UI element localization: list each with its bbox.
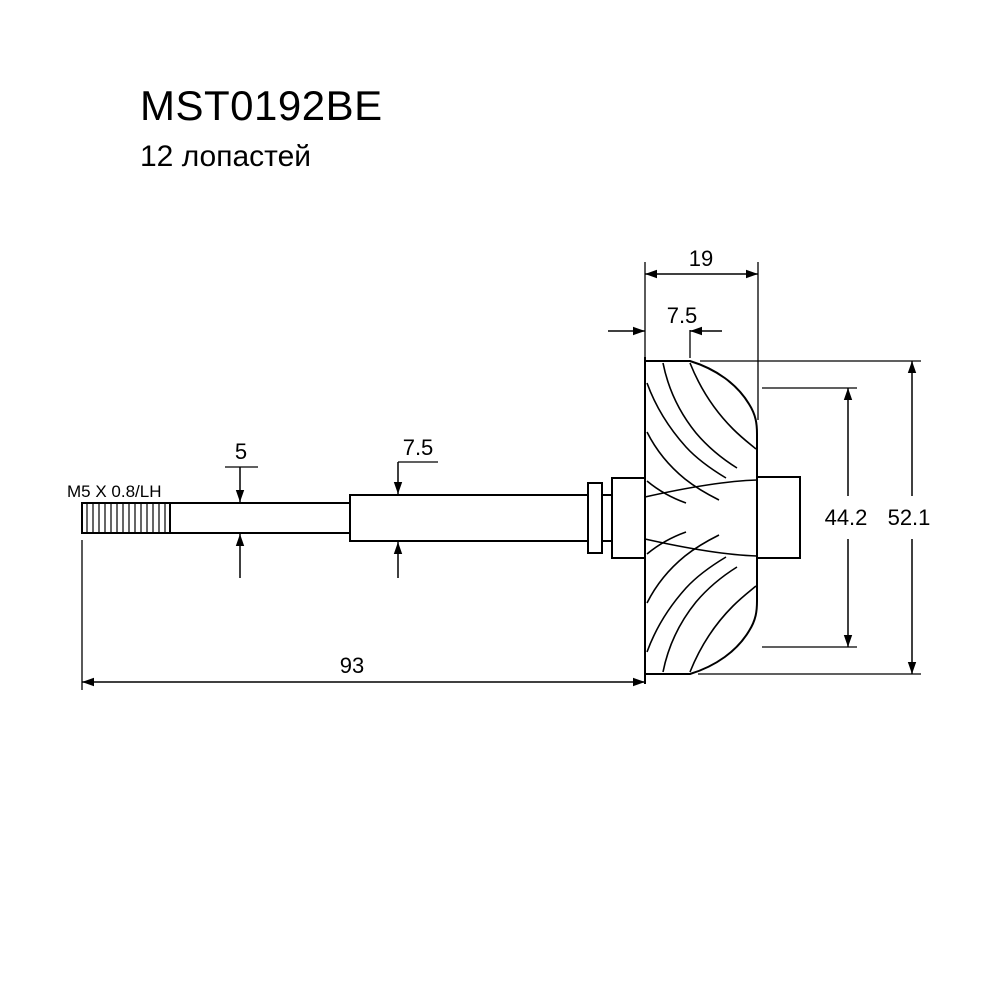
dim-shaft-length: 93 [340,653,364,678]
part-number: MST0192BE [140,82,383,129]
dim-wheel-width: 19 [689,246,713,271]
blade-count: 12 лопастей [140,140,312,173]
dim-exducer-diameter: 44.2 [825,505,868,530]
dim-small-shaft-dia: 5 [235,439,247,464]
dim-tip-width: 7.5 [667,303,698,328]
dim-large-shaft-dia: 7.5 [403,435,434,460]
turbine-wheel-drawing [644,357,801,684]
shaft-drawing [81,477,646,559]
dim-inducer-diameter: 52.1 [888,505,931,530]
seal-ring [587,482,603,554]
thread-hatching [86,504,166,532]
thread-spec: M5 X 0.8/LH [67,482,162,501]
dimensions: 19 7.5 5 7.5 44.2 52.1 93 M5 X 0.8/ [67,246,930,690]
hub-stub [756,476,801,559]
seal-boss [611,477,646,559]
